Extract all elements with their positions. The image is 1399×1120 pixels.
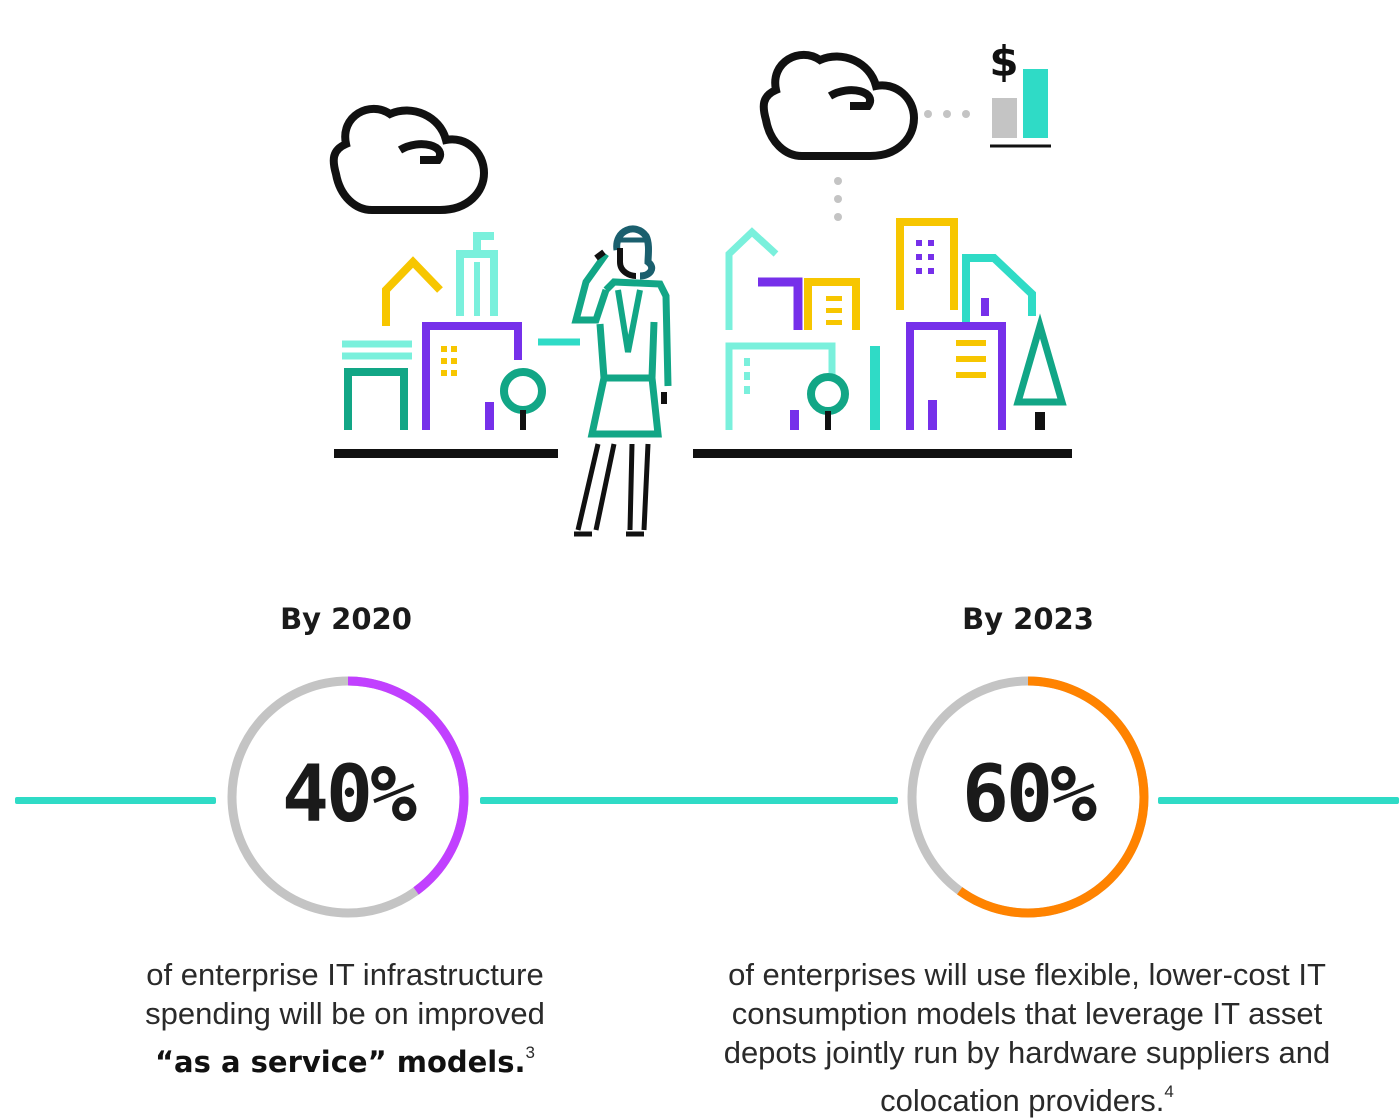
caption-emphasis: “as a service” models.: [155, 1045, 526, 1079]
progress-ring: [907, 676, 1149, 918]
ring-progress: [227, 676, 469, 918]
stat-value: 60%: [962, 750, 1097, 840]
city-skyline-icon: [693, 218, 1072, 458]
cloud-icon: [329, 105, 489, 214]
timeline-segment: [480, 797, 898, 804]
stat-value: 40%: [282, 750, 417, 840]
progress-ring: [227, 676, 469, 918]
stat-caption: of enterprises will use flexible, lower-…: [712, 955, 1342, 1120]
stat-period-label: By 2020: [280, 602, 412, 636]
timeline-segment: [1158, 797, 1399, 804]
dotted-connector: [834, 110, 970, 221]
tree-icon: [500, 368, 546, 430]
caption-text: of enterprises will use flexible, lower-…: [723, 957, 1331, 1118]
city-skyline-icon: [334, 232, 580, 458]
stat-caption: of enterprise IT infrastructure spending…: [110, 955, 580, 1082]
person-on-phone-icon: [571, 225, 672, 537]
dollar-bar-chart-icon: $: [989, 37, 1051, 148]
footnote-ref: 4: [1164, 1082, 1174, 1101]
cloud-icon: [759, 51, 919, 160]
dollar-symbol: $: [989, 37, 1018, 86]
stat-period-label: By 2023: [962, 602, 1094, 636]
timeline-segment: [15, 797, 216, 804]
footnote-ref: 3: [525, 1043, 535, 1062]
tree-icon: [807, 373, 849, 430]
caption-text: of enterprise IT infrastructure spending…: [145, 957, 545, 1031]
city-illustration: $: [329, 37, 1072, 537]
ring-progress: [907, 676, 1149, 918]
tree-icon: [1013, 313, 1067, 430]
